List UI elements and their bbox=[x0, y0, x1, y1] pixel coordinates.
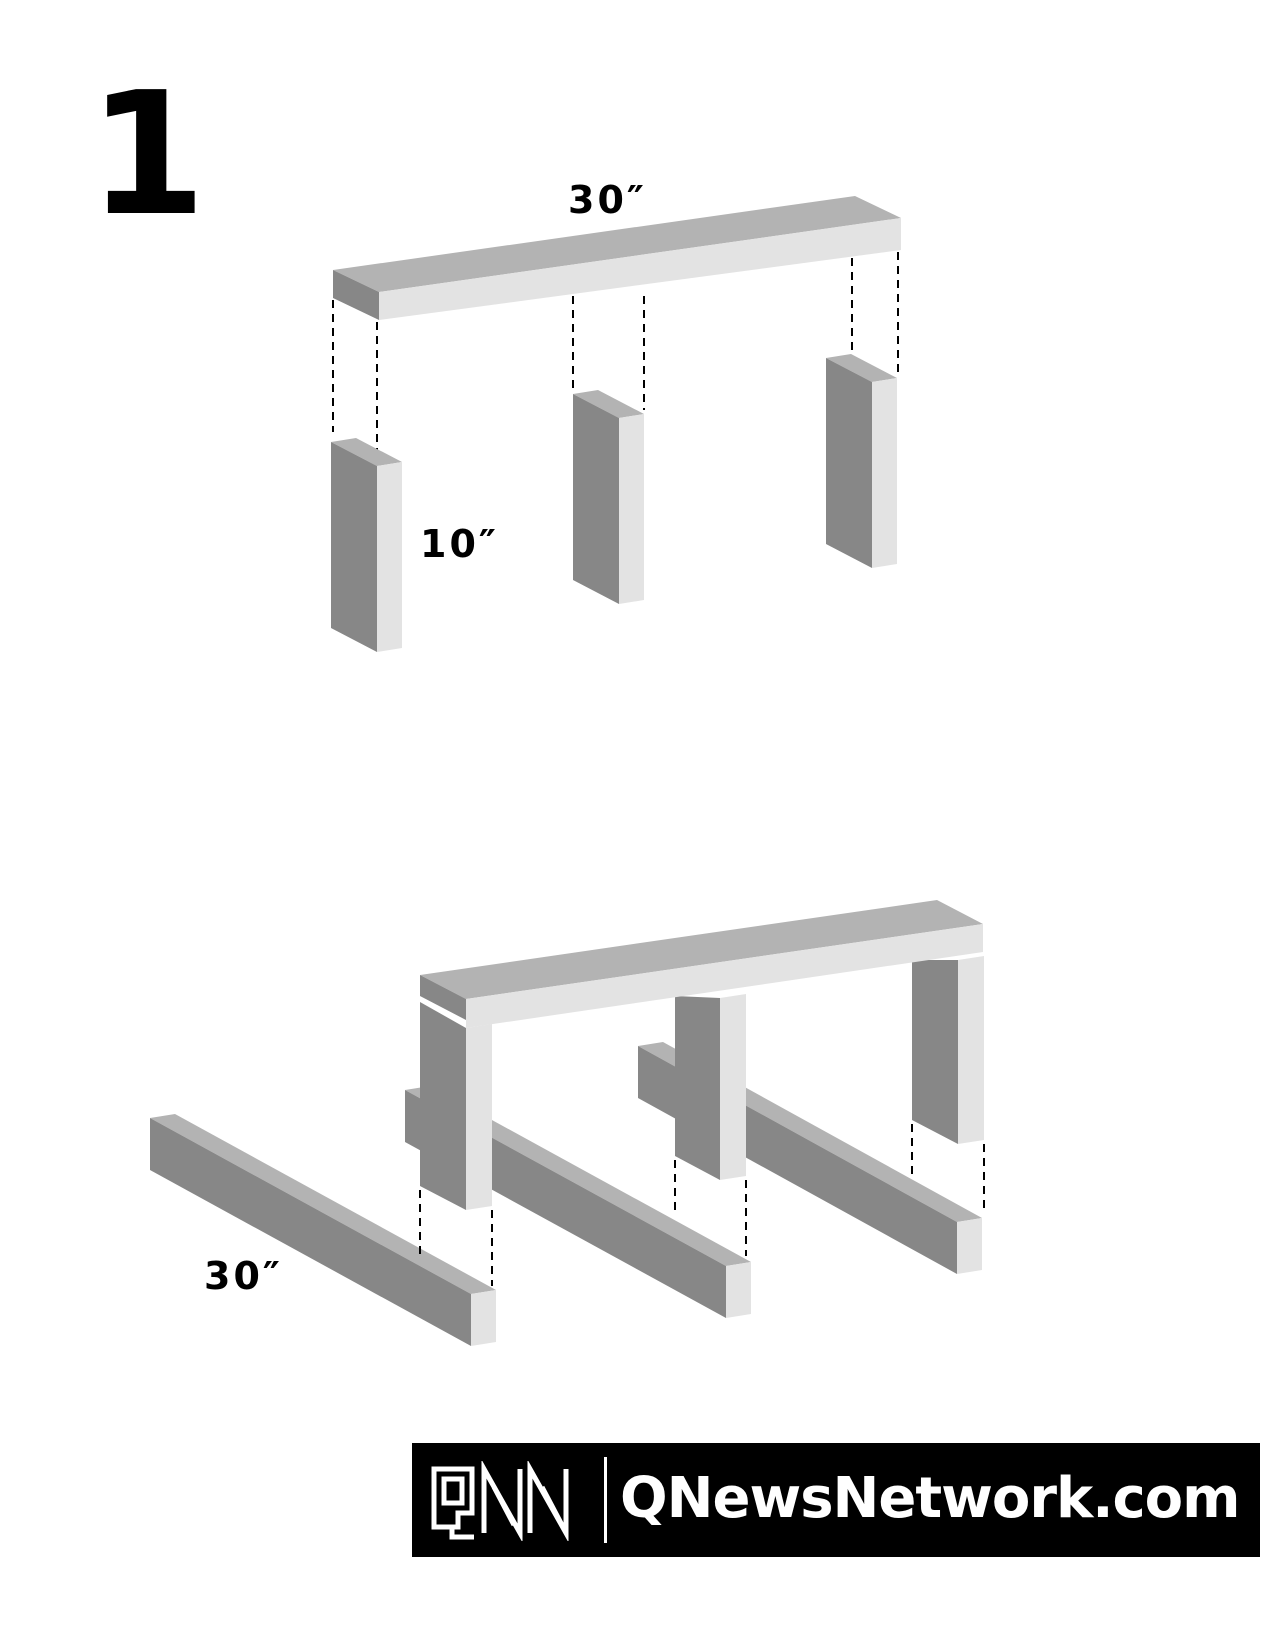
top-board-length-label: 30″ bbox=[568, 178, 647, 222]
leg-assembled-left bbox=[420, 1002, 492, 1210]
step-number: 1 bbox=[88, 56, 207, 254]
leg-right bbox=[826, 354, 897, 568]
top-board-assembled bbox=[420, 900, 983, 1028]
leg-assembled-middle bbox=[675, 994, 746, 1180]
qnn-banner: QNewsNetwork.com bbox=[412, 1443, 1260, 1557]
top-board-exploded bbox=[333, 196, 901, 320]
leg-left bbox=[331, 438, 402, 652]
qnn-logo-icon bbox=[431, 1461, 569, 1541]
guide-lines-lower bbox=[419, 1124, 985, 1286]
leg-middle bbox=[573, 390, 644, 604]
runner-length-label: 30″ bbox=[204, 1254, 283, 1298]
banner-site-text: QNewsNetwork.com bbox=[620, 1466, 1240, 1531]
leg-assembled-right bbox=[912, 956, 984, 1144]
guide-lines-upper bbox=[332, 252, 899, 456]
runner-left bbox=[150, 1114, 496, 1346]
banner-divider bbox=[604, 1457, 607, 1543]
leg-length-label: 10″ bbox=[420, 522, 499, 566]
